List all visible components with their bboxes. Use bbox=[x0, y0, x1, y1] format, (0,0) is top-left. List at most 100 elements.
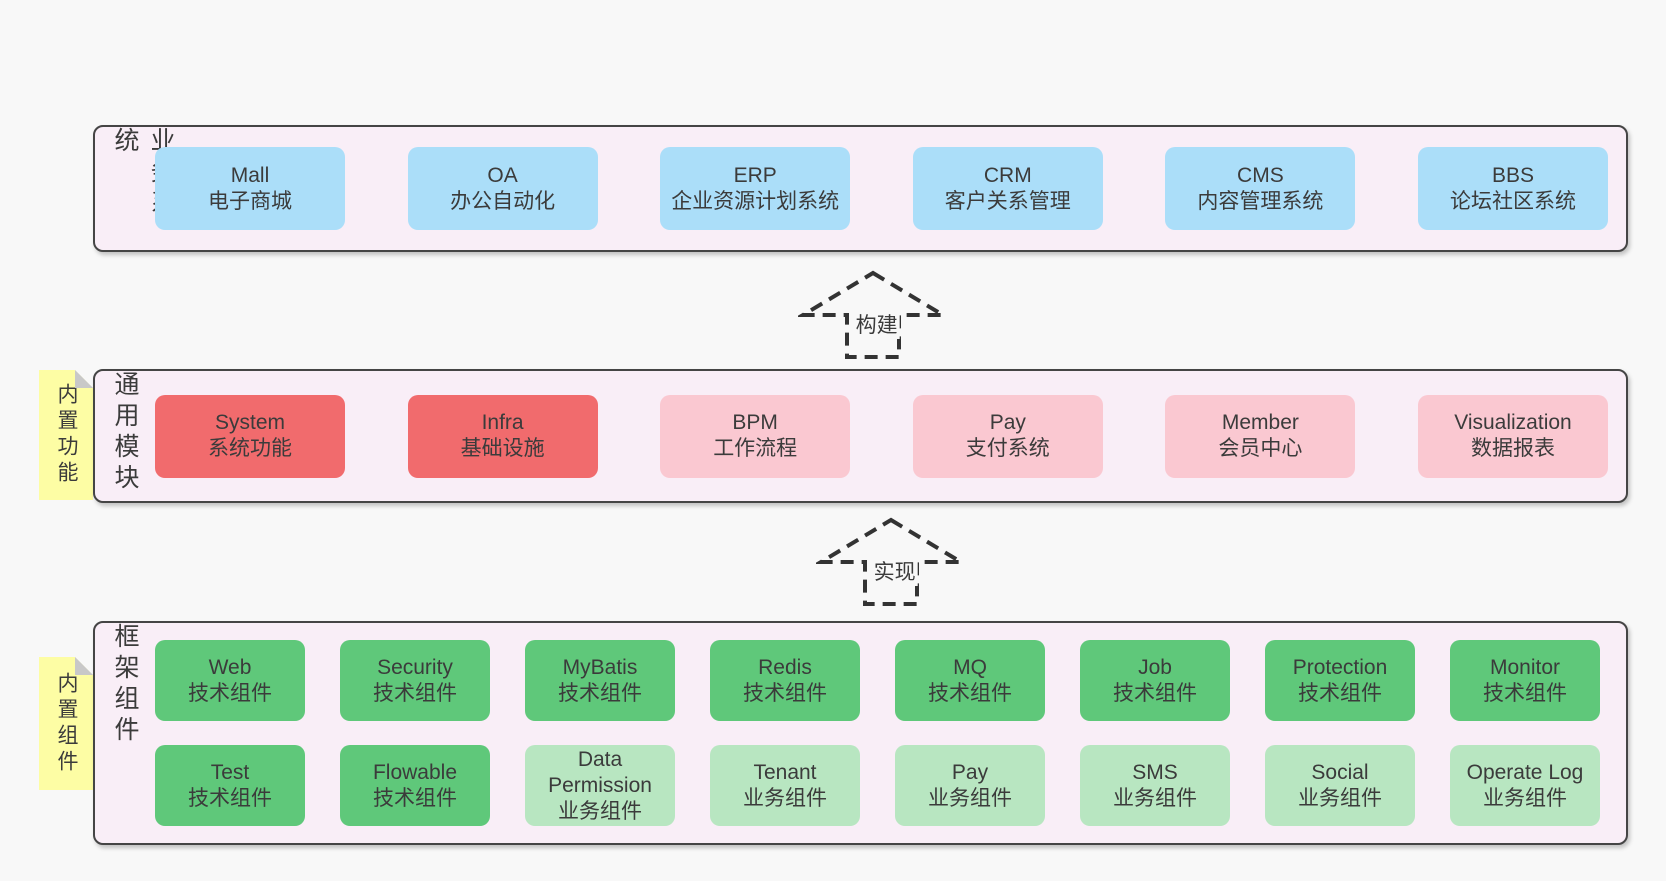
box-bpm: BPM 工作流程 bbox=[660, 394, 851, 478]
arrow-implement: 实现 bbox=[816, 516, 966, 608]
arrow-build-label: 构建 bbox=[853, 309, 900, 339]
box-title: Test bbox=[210, 760, 250, 784]
box-title: Protection bbox=[1292, 655, 1388, 679]
band-business-systems: 业务系统 Mall电子商城OA办公自动化ERP企业资源计划系统CRM客户关系管理… bbox=[93, 125, 1628, 252]
box-subtitle: 业务组件 bbox=[558, 799, 642, 823]
box-subtitle: 业务组件 bbox=[1113, 786, 1197, 810]
box-subtitle: 论坛社区系统 bbox=[1449, 189, 1576, 213]
box-subtitle: 电子商城 bbox=[208, 189, 292, 213]
box-subtitle: 系统功能 bbox=[208, 437, 292, 460]
box-subtitle: 工作流程 bbox=[713, 437, 798, 460]
box-title: Pay bbox=[951, 760, 989, 784]
box-title: Mall bbox=[230, 163, 270, 187]
box-subtitle: 业务组件 bbox=[743, 786, 827, 810]
box-subtitle: 技术组件 bbox=[928, 681, 1012, 705]
box-subtitle: 内容管理系统 bbox=[1197, 189, 1324, 213]
box-title: SMS bbox=[1132, 760, 1178, 784]
box-subtitle: 数据报表 bbox=[1470, 437, 1555, 460]
box-subtitle: 业务组件 bbox=[1483, 786, 1567, 810]
box-title: Job bbox=[1138, 655, 1172, 679]
box-subtitle: 办公自动化 bbox=[450, 189, 556, 213]
box-pay: Pay 支付系统 bbox=[912, 394, 1103, 478]
dashed-up-arrow-icon bbox=[798, 270, 948, 359]
box-subtitle: 技术组件 bbox=[1483, 681, 1567, 705]
box-visualization: Visualization 数据报表 bbox=[1417, 394, 1608, 478]
box-title: Flowable bbox=[372, 760, 458, 784]
box-title: Member bbox=[1221, 411, 1299, 434]
box-subtitle: 技术组件 bbox=[373, 786, 457, 810]
box-title: Pay bbox=[989, 411, 1026, 434]
box-title: Security bbox=[377, 655, 453, 679]
box-subtitle: 技术组件 bbox=[743, 681, 827, 705]
box-infra: Infra 基础设施 bbox=[407, 394, 598, 478]
sticky-note-built-in-features-label: 内置功能 bbox=[55, 383, 78, 487]
sticky-note-built-in-features: 内置功能 bbox=[39, 370, 93, 500]
box-subtitle: 基础设施 bbox=[460, 437, 545, 460]
box-subtitle: 技术组件 bbox=[1113, 681, 1197, 705]
box-subtitle: 支付系统 bbox=[965, 437, 1050, 460]
box-title: Redis bbox=[758, 655, 812, 679]
box-subtitle: 企业资源计划系统 bbox=[671, 189, 840, 213]
box-subtitle: 业务组件 bbox=[928, 786, 1012, 810]
box-title: MQ bbox=[953, 655, 987, 679]
arrow-build: 构建 bbox=[798, 269, 948, 361]
box-title: OA bbox=[487, 163, 518, 187]
box-title: Visualization bbox=[1454, 411, 1572, 434]
box-title: Web bbox=[208, 655, 252, 679]
box-title: MyBatis bbox=[562, 655, 638, 679]
band-framework-components-label: 框架组件 bbox=[111, 623, 139, 747]
box-title: ERP bbox=[733, 163, 777, 187]
arrow-implement-label: 实现 bbox=[871, 556, 918, 586]
box-subtitle: 技术组件 bbox=[558, 681, 642, 705]
box-title: Social bbox=[1311, 760, 1369, 784]
box-subtitle: 技术组件 bbox=[373, 681, 457, 705]
box-subtitle: 技术组件 bbox=[188, 681, 272, 705]
box-subtitle: 客户关系管理 bbox=[944, 189, 1071, 213]
box-title: Monitor bbox=[1489, 655, 1561, 679]
box-title: CRM bbox=[983, 163, 1032, 187]
box-title: Operate Log bbox=[1466, 760, 1584, 784]
band-common-modules-label: 通用模块 bbox=[111, 371, 139, 495]
box-title: BPM bbox=[732, 411, 778, 434]
box-title: BBS bbox=[1491, 163, 1534, 187]
box-subtitle: 技术组件 bbox=[188, 786, 272, 810]
box-subtitle: 业务组件 bbox=[1298, 786, 1382, 810]
sticky-note-built-in-components: 内置组件 bbox=[39, 657, 93, 790]
sticky-note-built-in-components-label: 内置组件 bbox=[55, 671, 78, 776]
box-member: Member 会员中心 bbox=[1165, 394, 1356, 478]
box-title: Infra bbox=[481, 411, 524, 434]
box-title: CMS bbox=[1237, 163, 1284, 187]
box-title: Data Permission bbox=[548, 747, 652, 797]
box-title: Tenant bbox=[753, 760, 817, 784]
box-subtitle: 会员中心 bbox=[1218, 437, 1303, 460]
dashed-up-arrow-icon bbox=[816, 517, 966, 606]
box-subtitle: 技术组件 bbox=[1298, 681, 1382, 705]
